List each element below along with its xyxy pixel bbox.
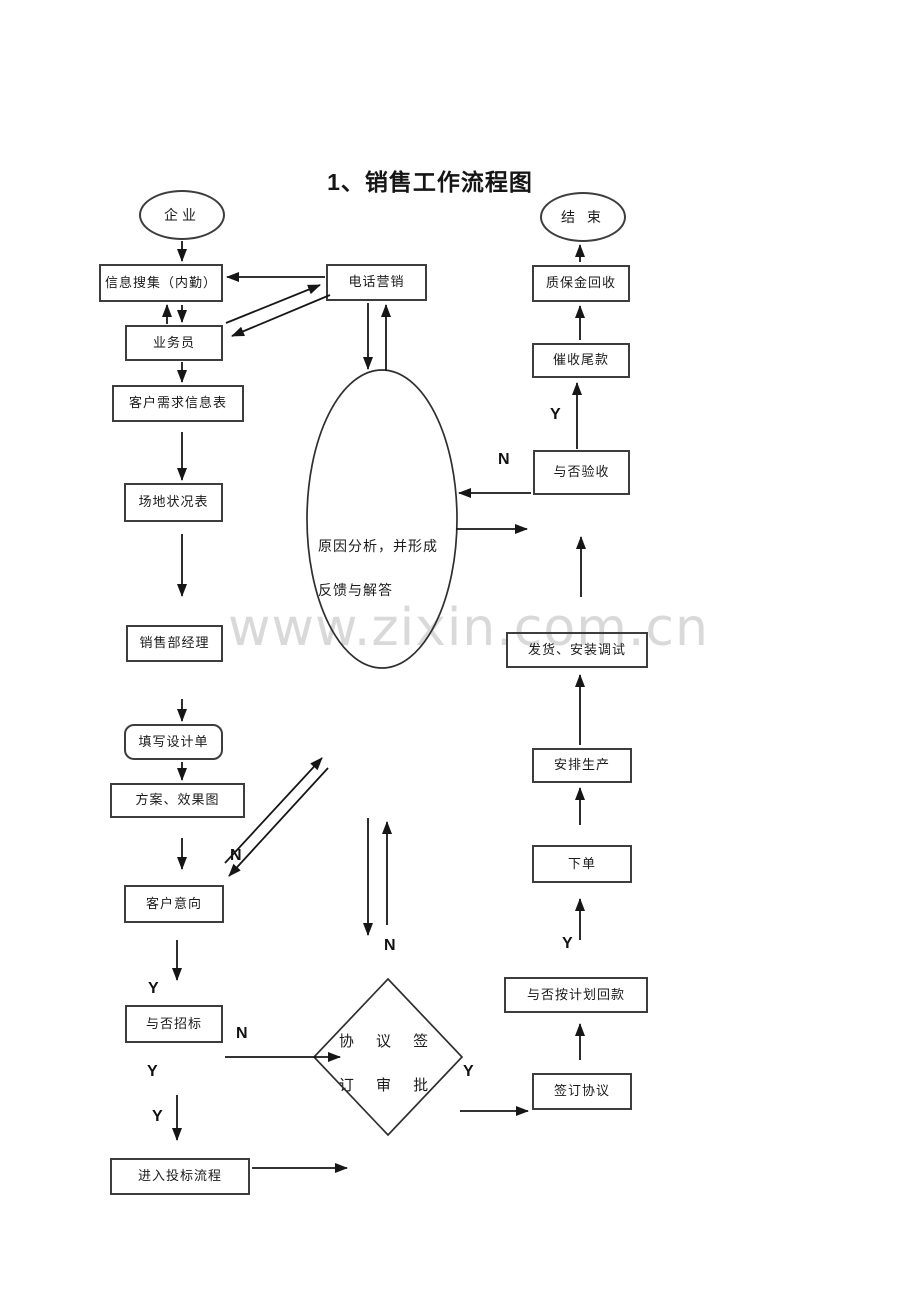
agreement-approval-line1: 协 议 签 — [338, 1033, 438, 1050]
node-sign-agreement: 签订协议 — [532, 1073, 632, 1110]
label-acceptance-yes: Y — [550, 406, 561, 423]
node-cause-analysis: 原因分析，并形成 反馈与解答 — [318, 524, 464, 612]
node-sales-manager: 销售部经理 — [126, 625, 223, 662]
node-whether-acceptance: 与否验收 — [533, 450, 630, 495]
cause-analysis-line1: 原因分析，并形成 — [318, 538, 438, 554]
label-design-no: N — [230, 847, 242, 864]
label-tender-yes-2: Y — [152, 1108, 163, 1125]
node-plan-renderings: 方案、效果图 — [110, 783, 245, 818]
node-end: 结 束 — [540, 192, 626, 242]
node-enter-bidding-process: 进入投标流程 — [110, 1158, 250, 1195]
node-site-condition-form: 场地状况表 — [124, 483, 223, 522]
label-tender-no: N — [236, 1025, 248, 1042]
label-payment-yes: Y — [562, 935, 573, 952]
node-collect-final-payment: 催收尾款 — [532, 343, 630, 378]
node-info-collection: 信息搜集（内勤） — [99, 264, 223, 302]
node-guarantee-money-recovery: 质保金回收 — [532, 265, 630, 302]
agreement-approval-line2: 订 审 批 — [338, 1077, 438, 1094]
page-title: 1、销售工作流程图 — [327, 169, 533, 195]
node-place-order: 下单 — [532, 845, 632, 883]
node-arrange-production: 安排生产 — [532, 748, 632, 783]
label-approval-no: N — [384, 937, 396, 954]
node-salesperson: 业务员 — [125, 325, 223, 361]
node-fill-design-form: 填写设计单 — [124, 724, 223, 760]
label-approval-yes: Y — [463, 1063, 474, 1080]
label-acceptance-no: N — [498, 451, 510, 468]
cause-analysis-line2: 反馈与解答 — [318, 582, 393, 598]
arrow-telemarketing-to-salesperson — [231, 294, 331, 337]
node-telemarketing: 电话营销 — [326, 264, 427, 301]
node-whether-tender: 与否招标 — [125, 1005, 223, 1043]
label-intention-yes: Y — [148, 980, 159, 997]
node-agreement-approval: 协 议 签 订 审 批 — [328, 1020, 448, 1108]
label-tender-yes-1: Y — [147, 1063, 158, 1080]
node-customer-needs-form: 客户需求信息表 — [112, 385, 244, 422]
node-start-enterprise: 企业 — [139, 190, 225, 240]
node-payment-per-plan: 与否按计划回款 — [504, 977, 648, 1013]
arrow-salesperson-to-telemarketing — [225, 284, 321, 324]
node-shipping-installation: 发货、安装调试 — [506, 632, 648, 668]
node-customer-intention: 客户意向 — [124, 885, 224, 923]
